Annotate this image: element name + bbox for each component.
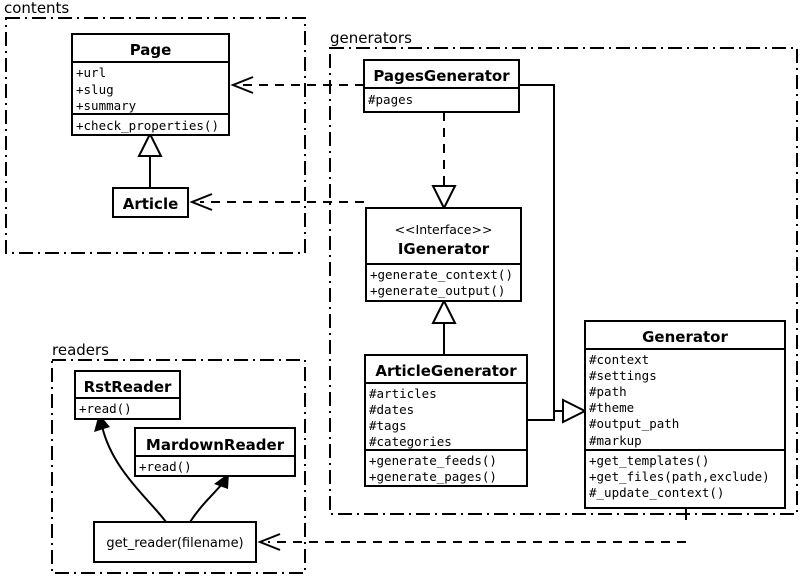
class-rstreader[interactable]: RstReader +read() <box>74 370 181 420</box>
class-articlegenerator-attribute: #categories <box>369 434 452 449</box>
function-get-reader-label: get_reader(filename) <box>106 536 243 551</box>
edge-article-to-page <box>137 131 163 188</box>
class-generator-method: #_update_context() <box>589 485 724 500</box>
class-pagesgenerator[interactable]: PagesGenerator #pages <box>363 59 520 113</box>
class-page[interactable]: Page +url +slug +summary +check_properti… <box>71 33 230 136</box>
class-pagesgenerator-attribute: #pages <box>368 92 413 107</box>
class-articlegenerator-attribute: #tags <box>369 418 407 433</box>
class-article[interactable]: Article <box>112 187 189 218</box>
class-mardownreader-name: MardownReader <box>146 436 285 454</box>
class-generator-attribute: #settings <box>589 368 657 383</box>
package-generators-label: generators <box>330 29 412 47</box>
edge-articlegenerator-to-igenerator <box>431 298 457 355</box>
package-readers-label: readers <box>52 341 109 359</box>
edge-pagesgenerator-to-page <box>230 76 364 94</box>
class-page-attribute: +summary <box>76 98 137 113</box>
class-mardownreader-box[interactable] <box>134 427 296 477</box>
class-articlegenerator-box[interactable] <box>364 354 528 487</box>
class-pagesgenerator-name: PagesGenerator <box>373 67 510 85</box>
package-readers-border <box>51 359 306 574</box>
class-articlegenerator-method: +generate_feeds() <box>369 453 497 468</box>
function-get-reader[interactable]: get_reader(filename) <box>93 521 257 563</box>
package-generators: generators <box>329 29 798 515</box>
class-articlegenerator[interactable]: ArticleGenerator #articles #dates #tags … <box>364 354 528 487</box>
package-contents-label: contents <box>4 0 69 17</box>
class-igenerator-box[interactable] <box>365 207 522 302</box>
class-rstreader-method: +read() <box>79 401 132 416</box>
class-generator-attribute: #output_path <box>589 416 679 431</box>
class-generator-method: +get_templates() <box>589 453 709 468</box>
edge-getreader-to-mardownreader <box>189 473 229 523</box>
class-articlegenerator-method: +generate_pages() <box>369 469 497 484</box>
class-articlegenerator-attribute: #articles <box>369 386 437 401</box>
class-igenerator[interactable]: <<Interface>> IGenerator +generate_conte… <box>365 207 522 302</box>
class-igenerator-stereotype: <<Interface>> <box>395 222 493 237</box>
class-mardownreader-method: +read() <box>139 459 192 474</box>
package-contents: contents <box>4 0 306 254</box>
class-pagesgenerator-box[interactable] <box>363 59 520 113</box>
class-page-attribute: +url <box>76 65 106 80</box>
function-get-reader-box[interactable] <box>93 521 257 563</box>
class-igenerator-method: +generate_context() <box>370 267 513 282</box>
class-rstreader-box[interactable] <box>74 370 181 420</box>
class-mardownreader[interactable]: MardownReader +read() <box>134 427 296 477</box>
package-contents-border <box>5 17 306 254</box>
class-articlegenerator-attribute: #dates <box>369 402 414 417</box>
edge-pagesgenerator-to-igenerator <box>431 112 457 211</box>
edge-generator-to-getreader <box>257 508 687 551</box>
class-generator-attribute: #markup <box>589 433 642 448</box>
class-page-method: +check_properties() <box>76 118 219 133</box>
class-articlegenerator-name: ArticleGenerator <box>375 362 517 380</box>
class-generator-attribute: #context <box>589 352 649 367</box>
class-page-name: Page <box>130 41 172 59</box>
edge-articlegenerator-to-article <box>189 193 364 211</box>
class-igenerator-method: +generate_output() <box>370 283 505 298</box>
class-generator-box[interactable] <box>584 320 786 509</box>
class-generator-method: +get_files(path,exclude) <box>589 469 770 484</box>
class-generator-attribute: #path <box>589 384 627 399</box>
class-generator-name: Generator <box>642 328 728 346</box>
edge-generators-to-generator <box>519 84 588 424</box>
class-igenerator-name: IGenerator <box>398 240 490 258</box>
class-rstreader-name: RstReader <box>84 378 172 396</box>
class-article-name: Article <box>123 195 179 213</box>
class-generator[interactable]: Generator #context #settings #path #them… <box>584 320 786 509</box>
class-page-attribute: +slug <box>76 82 114 97</box>
class-page-box[interactable] <box>71 33 230 136</box>
class-article-box[interactable] <box>112 187 189 218</box>
class-generator-attribute: #theme <box>589 400 634 415</box>
package-readers: readers <box>51 341 306 574</box>
